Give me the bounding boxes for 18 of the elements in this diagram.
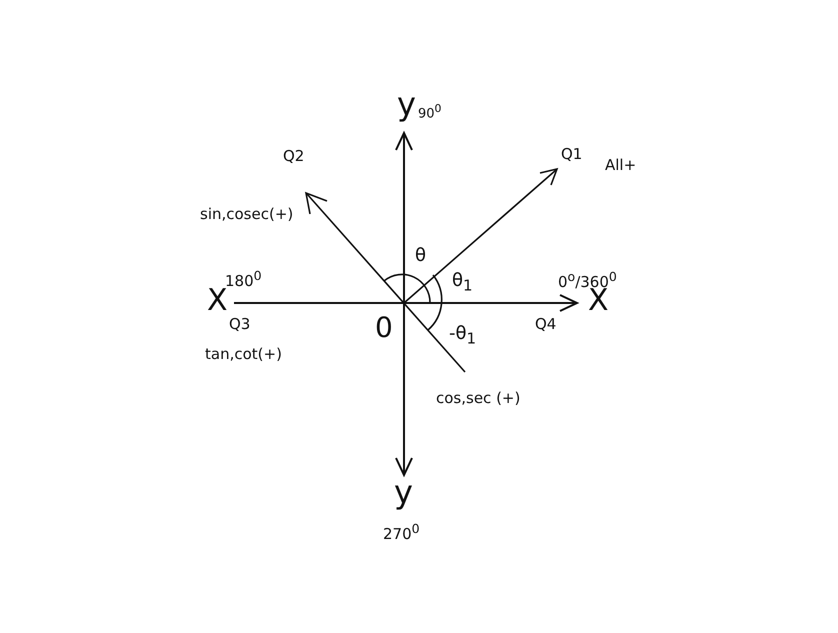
quadrant-label: Q3 bbox=[229, 317, 250, 332]
axis-label: X bbox=[207, 286, 228, 316]
angle-value: 270$^{0}$ bbox=[383, 523, 420, 542]
angle-label: -θ$_{1}$ bbox=[449, 325, 476, 347]
quadrant-label: Q4 bbox=[535, 317, 556, 332]
sign-rule-note: cos,sec (+) bbox=[436, 391, 520, 406]
angle-label: θ bbox=[415, 247, 426, 265]
sign-rule-note: All+ bbox=[605, 158, 636, 173]
axis-label: y bbox=[397, 88, 416, 120]
quadrant-label: Q2 bbox=[283, 149, 304, 164]
sign-rule-note: tan,cot(+) bbox=[205, 347, 282, 362]
angle-label: θ$_{1}$ bbox=[452, 272, 473, 294]
angle-value: 180$^{0}$ bbox=[225, 270, 262, 289]
angle-value: 90$^{0}$ bbox=[418, 104, 442, 120]
origin-label: 0 bbox=[375, 314, 393, 342]
quadrant-label: Q1 bbox=[561, 147, 582, 162]
axis-label: y bbox=[394, 476, 413, 508]
sign-rule-note: sin,cosec(+) bbox=[200, 207, 294, 222]
